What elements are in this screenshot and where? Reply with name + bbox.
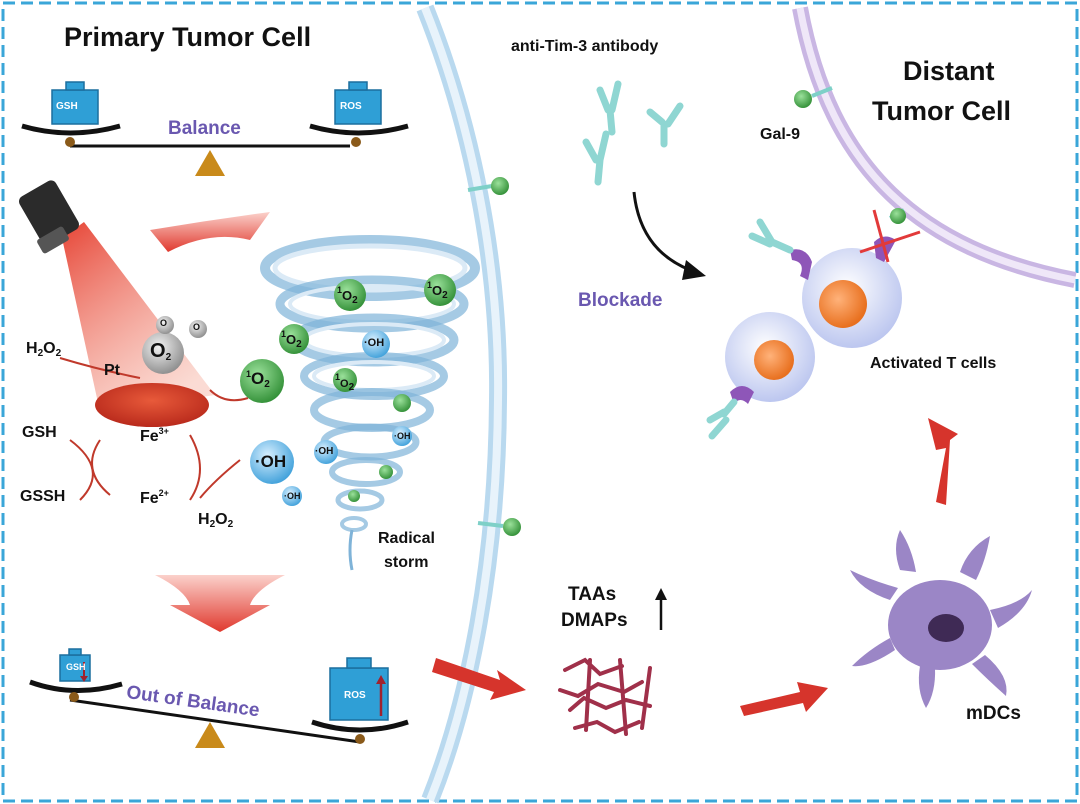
gal9-receptor-top [467,177,509,195]
hydroxyl-label-5: ·OH [284,491,301,501]
singlet-o2-label-3: 1O2 [427,280,448,301]
singlet-o2-label-4: 1O2 [281,329,302,350]
reaction-arrows [59,357,249,501]
dmaps-label: DMAPs [561,610,628,631]
gsh-weight-label-low: GSH [66,662,86,672]
h2o2-bottom-label: H2O2 [198,511,234,530]
o2-bubble-small-1 [156,316,174,334]
nanoparticle-disc [95,383,209,427]
gsh-weight-label: GSH [56,101,78,112]
balance-label: Balance [168,118,241,139]
gal9-on-distant-cell [889,208,906,224]
increase-arrow [655,588,667,630]
singlet-o2-label-5: 1O2 [335,372,355,393]
down-arrow-top [150,212,270,252]
blockade-label: Blockade [578,290,663,311]
hydroxyl-radicals [250,330,412,506]
fe2-label: Fe2+ [140,488,169,507]
t-cell-lower [725,312,815,402]
dendritic-cell [850,530,1032,708]
flow-arrows [432,418,958,716]
blockade-arrow [632,191,706,280]
ros-weight-label-heavy: ROS [344,690,366,701]
radical-label: Radical [378,530,435,547]
singlet-oxygen-species [240,274,456,502]
tumor-debris [558,657,652,736]
storm-label: storm [384,554,429,571]
out-of-balance-scale [29,648,409,748]
blocked-interaction-cross [859,209,921,263]
gal9-receptor-bottom [477,518,521,536]
o2-bubble-large [142,332,184,374]
hydroxyl-label-4: ·OH [394,431,411,441]
taas-label: TAAs [568,584,617,605]
hydroxyl-label-2: ·OH [364,337,385,349]
gal9-label: Gal-9 [760,126,801,143]
distant-cell-membrane [792,6,1077,288]
gal9-marker [794,86,833,108]
singlet-o2-label-2: 1O2 [337,285,358,306]
fe3-label: Fe3+ [140,426,169,445]
o2-small-label-2: O [193,322,201,332]
activated-t-cells-label: Activated T cells [870,355,997,372]
mdcs-label: mDCs [966,703,1021,724]
ros-weight-label: ROS [340,101,362,112]
h2o2-left-label: H2O2 [26,340,62,359]
anti-tim3-antibody-label: anti-Tim-3 antibody [511,38,659,55]
distant-title-line2: Tumor Cell [872,96,1012,126]
t-cell-upper [802,248,902,348]
o2-large-label: O2 [150,340,172,363]
o2-small-label-1: O [160,318,168,328]
hydroxyl-label-large: ·OH [255,452,287,471]
down-arrow-bottom [155,575,285,632]
gssh-label: GSSH [20,488,66,505]
gsh-label: GSH [22,424,57,441]
balance-scale [21,81,409,176]
anti-tim3-antibodies [582,80,794,440]
hydroxyl-label-3: ·OH [315,446,334,457]
primary-cell-membrane [416,4,508,804]
distant-title-line1: Distant [903,56,995,86]
primary-tumor-cell-title: Primary Tumor Cell [64,22,312,52]
singlet-o2-label-large: 1O2 [246,369,270,390]
o2-bubble-small-2 [189,320,207,338]
pt-label: Pt [104,362,120,379]
